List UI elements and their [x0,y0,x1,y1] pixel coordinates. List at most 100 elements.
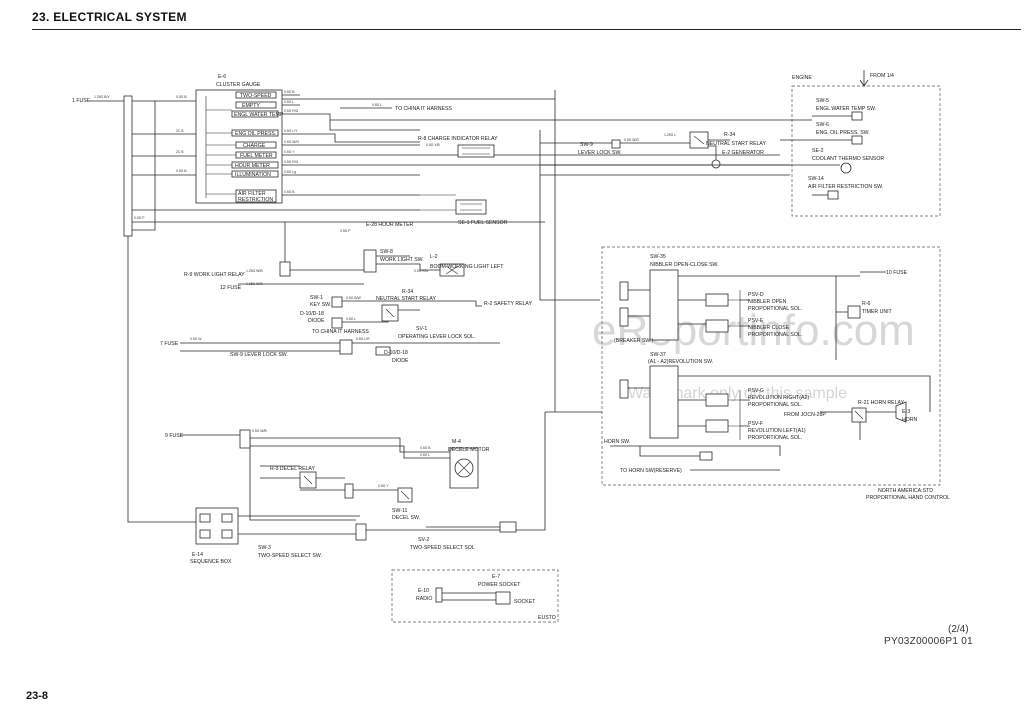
prop-hand-label: PROPORTIONAL HAND CONTROL [866,495,950,501]
proportional-hand-control: NORTH AMERICA:STD PROPORTIONAL HAND CONT… [601,246,950,501]
work-light-section: SW-8 WORK LIGHT SW. L-2 BOOM WORKING LIG… [184,222,504,291]
wire-code: 0.5G L [372,103,382,107]
gauge-illumination: ILLUMINATION [235,172,271,178]
two-speed-sol-label: TWO-SPEED SELECT SOL [410,545,475,551]
wire-code: 0.5G R/G [284,160,299,164]
key-switch-section: SW-1 KEY SW. D-10/D-18 DIODE R-34 NEUTRA… [300,289,532,335]
sequence-box-label: SEQUENCE BOX [190,559,232,565]
neutral-start-relay-b: NEUTRAL START RELAY [706,141,766,147]
lever-lock-section: 7 FUSE SW-9 LEVER LOCK SW. SV-1 OPERATIN… [160,326,500,364]
wire-code: 0.5G B/W [346,296,361,300]
se1-label: SE-1 FUEL SENSOR [458,220,508,226]
sw35-id: SW-35 [650,254,666,260]
wire-code: 0.5G L [284,100,294,104]
r8-label: R-8 CHARGE INDICATOR RELAY [418,136,498,142]
radio-label: RADIO [416,596,432,602]
wire-code: 0.5G B [176,95,187,99]
gauge-charge: CHARGE [243,143,266,149]
psvf-id: PSV-F [748,421,763,427]
e28-label: E-28 HOUR METER [366,222,414,228]
wire-code: 0.5G W/B [252,429,267,433]
d10-label: D-10/D-18 [300,311,324,317]
horn-sw-label: HORN SW. [604,439,630,445]
wire-code: 0.5G L/Y [284,129,298,133]
pager: (2/4) [948,624,969,635]
sw9-id-b: SW-9 [580,142,593,148]
d10b-label: D-10/D-18 [384,350,408,356]
socket-label: SOCKET [514,599,536,605]
air-filter-sw-label: AIR FILTER RESTRICTION SW. [808,184,883,190]
work-light-sw-label: WORK LIGHT SW. [380,257,424,263]
psvg-id: PSV-G [748,388,764,394]
wire-code: 0.5G P [340,229,351,233]
wire-code: 0.5G Y [378,484,389,488]
page-number: 23-8 [26,690,49,702]
e7-id: E-7 [492,574,500,580]
fuse7-label: 7 FUSE [160,341,179,347]
two-speed-section: E-14 SEQUENCE BOX SW-3 TWO-SPEED SELECT … [190,412,546,565]
r9-label: R-9 WORK LIGHT RELAY [184,272,245,278]
wire-code: 2C B [176,129,184,133]
wire-code: 1.25G L [664,133,676,137]
gauge-air-filter: AIR FILTER [238,191,266,197]
sw14-id: SW-14 [808,176,824,182]
water-temp-sw-label: ENGL WATER TEMP SW. [816,106,876,112]
from-1-4-label: FROM 1/4 [870,73,894,79]
two-speed-sw-label: TWO-SPEED SELECT SW. [258,553,322,559]
gauge-hour-meter: HOUR METER [235,163,270,169]
sw37-id: SW-37 [650,352,666,358]
sw6-id: SW-6 [816,122,829,128]
prop-sol-3: PROPORTIONAL SOL. [748,402,802,408]
boom-light-label: BOOM WORKING LIGHT LEFT [430,264,504,270]
fuel-sensor-se1: SE-1 FUEL SENSOR [420,194,508,226]
gauge-two-speed: TWO-SPEED [240,93,272,99]
wire-code: 0.5G W/G [624,138,639,142]
neutral-start-right: SW-9 LEVER LOCK SW. R-34 NEUTRAL START R… [540,131,766,169]
r6-id: R-6 [862,301,870,307]
wire-code: 0.5G L/R [356,337,370,341]
e2-generator-label: E-2 GENERATOR [722,150,764,156]
sv2-id: SV-2 [418,537,429,543]
gauge-water-temp: ENGL WATER TEMP [234,112,284,118]
north-america-label: NORTH AMERICA:STD [878,488,933,494]
r34-id-b: R-34 [724,132,735,138]
decel-section: 9 FUSE M-4 DECELE MOTOR R-3 DECEL RELAY … [165,429,490,521]
prop-sol-2: PROPORTIONAL SOL. [748,332,802,338]
wire-code: 0.5G L [346,317,356,321]
key-sw-label: KEY SW. [310,302,331,308]
sw3-id: SW-3 [258,545,271,551]
e6-id: E-6 [218,74,226,80]
r21-label: R-21 HORN RELAY [858,400,905,406]
wire-code: 0.5G R/G [414,269,429,273]
fuse12-label: 12 FUSE [220,285,242,291]
e10-id: E-10 [418,588,429,594]
r34-id-a: R-34 [402,289,413,295]
gauge-oil-press: ENG OIL PRESS. [235,131,276,137]
psvd-id: PSV-D [748,292,764,298]
r2-label: R-2 SAFETY RELAY [484,301,532,307]
cluster-gauge-e6: E-6 CLUSTER GAUGE TWO-SPEED EMPTY ENGL W… [195,74,284,204]
main-bus [90,95,556,523]
timer-unit-label: TIMER UNIT [862,309,893,315]
gauge-empty: EMPTY [242,103,260,109]
wire-code: 1.25G W/B [246,282,263,286]
sw9-label-a: SW-9 LEVER LOCK SW. [230,352,288,358]
cluster-gauge-label: CLUSTER GAUGE [216,82,261,88]
se2-id: SE-2 [812,148,824,154]
nibbler-sw-label: NIBBLER OPEN-CLOSE SW. [650,262,719,268]
wire-code: 0.5G B [284,190,295,194]
wire-code: 0.5G B [284,90,295,94]
to-horn-sw-label: TO HORN SW(RESERVE) [620,468,682,474]
sw8-id: SW-8 [380,249,393,255]
psve-id: PSV-E [748,318,764,324]
from-joc-label: FROM JOCN-28P [784,412,826,418]
engine-section: ENGINE FROM 1/4 SW-5 ENGL WATER TEMP SW.… [330,70,941,217]
eusto-label: EUSTO [538,615,556,621]
fuse10-label: 10 FUSE [886,270,908,276]
l2-id: L-2 [430,254,438,260]
nibbler-close-label: NIBBLER CLOSE [748,325,790,331]
wire-code: 0.5G W/G [284,140,299,144]
coolant-sensor-label: COOLANT THERMO SENSOR [812,156,884,162]
prop-sol-4: PROPORTIONAL SOL. [748,435,802,441]
